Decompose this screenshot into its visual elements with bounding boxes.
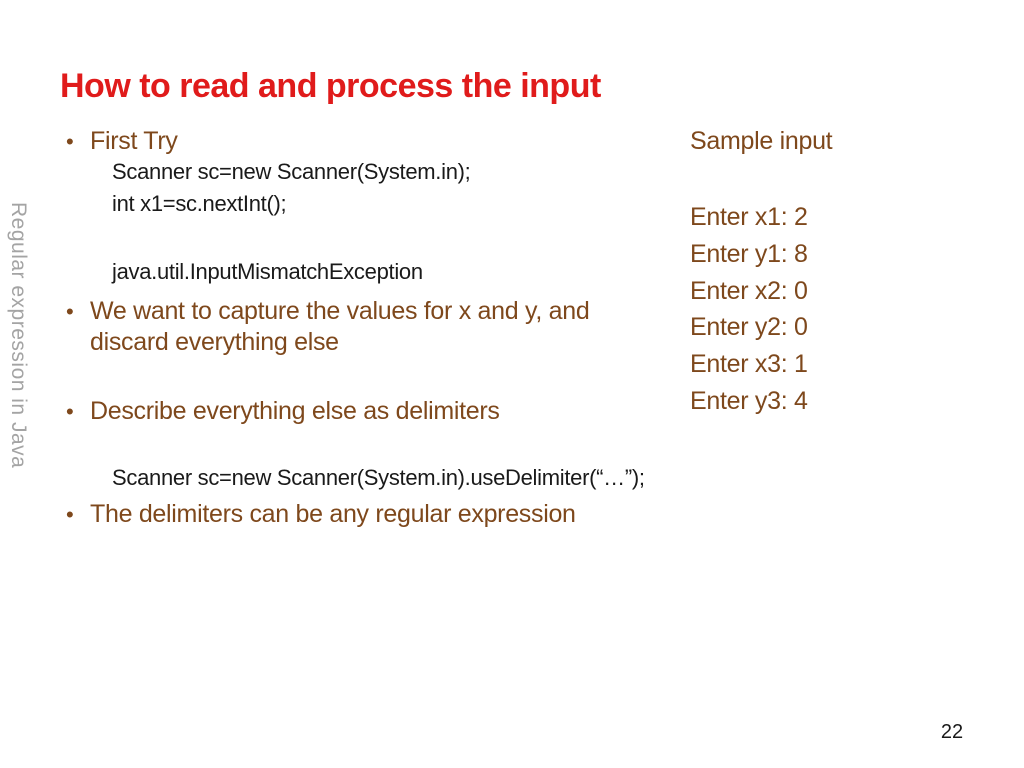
bullet-icon: • — [66, 399, 74, 424]
code-line-usedelimiter: Scanner sc=new Scanner(System.in).useDel… — [112, 465, 645, 490]
bullet-label-line1: We want to capture the values for x and … — [90, 297, 590, 325]
bullet-icon: • — [66, 502, 74, 527]
sample-input-line: Enter y2: 0 — [690, 313, 808, 342]
sample-input-line: Enter y1: 8 — [690, 239, 808, 268]
sample-input-line: Enter x2: 0 — [690, 276, 808, 305]
code-line-nextint: int x1=sc.nextInt(); — [112, 191, 287, 216]
bullet-item-regular-expression: • The delimiters can be any regular expr… — [64, 499, 576, 530]
page-number: 22 — [940, 721, 964, 743]
page-title: How to read and process the input — [60, 66, 601, 105]
bullet-label: We want to capture the values for x and … — [90, 296, 590, 358]
bullet-item-describe-delimiters: • Describe everything else as delimiters — [64, 396, 500, 427]
bullet-item-capture-values: • We want to capture the values for x an… — [64, 296, 590, 358]
sample-input-line: Enter x1: 2 — [690, 203, 808, 231]
bullet-label: Describe everything else as delimiters — [90, 397, 500, 425]
bullet-item-first-try: • First Try — [64, 126, 178, 157]
side-vertical-label: Regular expression in Java — [7, 202, 30, 469]
sample-input-heading: Sample input — [690, 127, 833, 155]
bullet-label: First Try — [90, 127, 178, 155]
code-line-exception: java.util.InputMismatchException — [112, 259, 423, 284]
sample-input-line: Enter y3: 4 — [690, 386, 808, 415]
bullet-label-line2: discard everything else — [90, 328, 339, 356]
bullet-icon: • — [66, 129, 74, 154]
sample-input-line: Enter x3: 1 — [690, 350, 808, 379]
bullet-label: The delimiters can be any regular expres… — [90, 500, 576, 528]
sample-input-block: Enter x1: 2 Enter y1: 8 Enter x2: 0 Ente… — [690, 199, 808, 420]
bullet-icon: • — [66, 299, 74, 324]
code-line-scanner-new: Scanner sc=new Scanner(System.in); — [112, 159, 471, 184]
